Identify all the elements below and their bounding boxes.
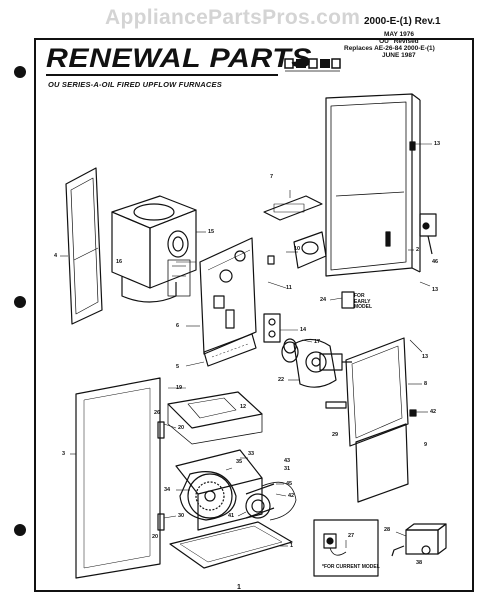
- callout-45: 45: [286, 481, 293, 487]
- callout-5: 5: [176, 364, 180, 370]
- callout-26: 26: [154, 410, 161, 416]
- burner-mounting-plate-part-6: [199, 237, 257, 355]
- manufacturer-logo: [284, 58, 341, 72]
- blower-shelf-part-1: [169, 521, 293, 569]
- page-subtitle: OU SERIES-A-OIL FIRED UPFLOW FURNACES: [48, 80, 222, 89]
- early-model-note-line: EARLY: [354, 298, 371, 305]
- callout-27: 27: [348, 533, 355, 539]
- leader-lines: [60, 143, 432, 548]
- current-model-note: *FOR CURRENT MODEL: [322, 564, 380, 570]
- revision-note: "OU" Revised: [376, 38, 419, 45]
- blower-divider-part-19: [167, 391, 263, 445]
- replaces-note: Replaces AE-26-84 2000-E-(1): [344, 45, 435, 52]
- observation-door-part-17: [283, 338, 297, 354]
- callout-3: 3: [62, 451, 66, 457]
- binder-hole: [14, 296, 26, 308]
- callout-7: 7: [270, 174, 274, 180]
- blower-assembly-part-34: [175, 449, 263, 531]
- callout-42: 42: [430, 409, 437, 415]
- binder-hole: [14, 66, 26, 78]
- sight-glass-part-14: [263, 313, 281, 343]
- callout-20: 20: [152, 534, 159, 540]
- callout-41: 41: [228, 513, 235, 519]
- cabinet-panel-part-3: [75, 377, 161, 579]
- page-number: 1: [237, 584, 241, 591]
- blower-motor-part-41: [245, 481, 297, 521]
- thermostat-kit-part-27: [313, 519, 447, 577]
- callout-12: 12: [240, 404, 247, 410]
- early-model-note: FOR EARLY MODEL: [354, 293, 373, 311]
- door-latch-parts: [157, 255, 417, 531]
- callout-4: 4: [54, 253, 58, 259]
- burner-assembly-part-23: [281, 338, 352, 388]
- document-number: 2000-E-(1) Rev.1: [364, 16, 441, 27]
- callout-15: 15: [208, 229, 215, 235]
- callout-29: 29: [332, 432, 339, 438]
- callout-38: 38: [416, 560, 423, 566]
- callout-35: 35: [236, 459, 243, 465]
- callout-8: 8: [424, 381, 428, 387]
- page-frame: [34, 38, 474, 592]
- rear-panel-part-13: [325, 93, 421, 277]
- callout-46: 46: [432, 259, 439, 265]
- callout-19: 19: [176, 385, 183, 391]
- callout-22: 22: [278, 377, 285, 383]
- page-title: RENEWAL PARTS: [46, 43, 313, 73]
- callout-10: 10: [294, 246, 301, 252]
- callout-2: 2: [416, 247, 420, 253]
- callout-31: 31: [284, 466, 291, 472]
- watermark: AppliancePartsPros.com: [105, 6, 361, 29]
- early-model-note-line: MODEL: [354, 304, 373, 310]
- callout-33: 33: [248, 451, 255, 457]
- binder-hole: [14, 524, 26, 536]
- callout-42: 42: [288, 493, 295, 499]
- callout-9: 9: [424, 442, 428, 448]
- side-panel-part-8: [345, 337, 409, 447]
- document-date: MAY 1976: [384, 31, 414, 38]
- callout-16: 16: [116, 259, 123, 265]
- early-model-note-line: FOR: [354, 293, 365, 299]
- baffle-part-5: [203, 333, 257, 367]
- callout-30: 30: [178, 513, 185, 519]
- heat-exchanger-part-15: [111, 195, 197, 303]
- callout-13: 13: [432, 287, 439, 293]
- callout-43: 43: [284, 458, 291, 464]
- callout-1: 1: [290, 543, 294, 549]
- callout-14: 14: [300, 327, 307, 333]
- callout-11: 11: [286, 285, 292, 291]
- callout-20: 20: [178, 425, 185, 431]
- callout-34: 34: [164, 487, 171, 493]
- revision-date: JUNE 1987: [382, 52, 416, 59]
- callout-28: 28: [384, 527, 391, 533]
- limit-control-part-46: [419, 213, 437, 255]
- callout-6: 6: [176, 323, 180, 329]
- callout-13: 13: [422, 354, 429, 360]
- draft-box-part-10: [293, 231, 327, 269]
- flue-collar-part-7: [263, 195, 323, 221]
- callout-24: 24: [320, 297, 327, 303]
- title-rule: [46, 74, 278, 76]
- callout-13: 13: [434, 141, 441, 147]
- callout-17: 17: [314, 339, 321, 345]
- side-panel-part-9: [355, 423, 409, 503]
- air-filter-part-4: [65, 167, 103, 325]
